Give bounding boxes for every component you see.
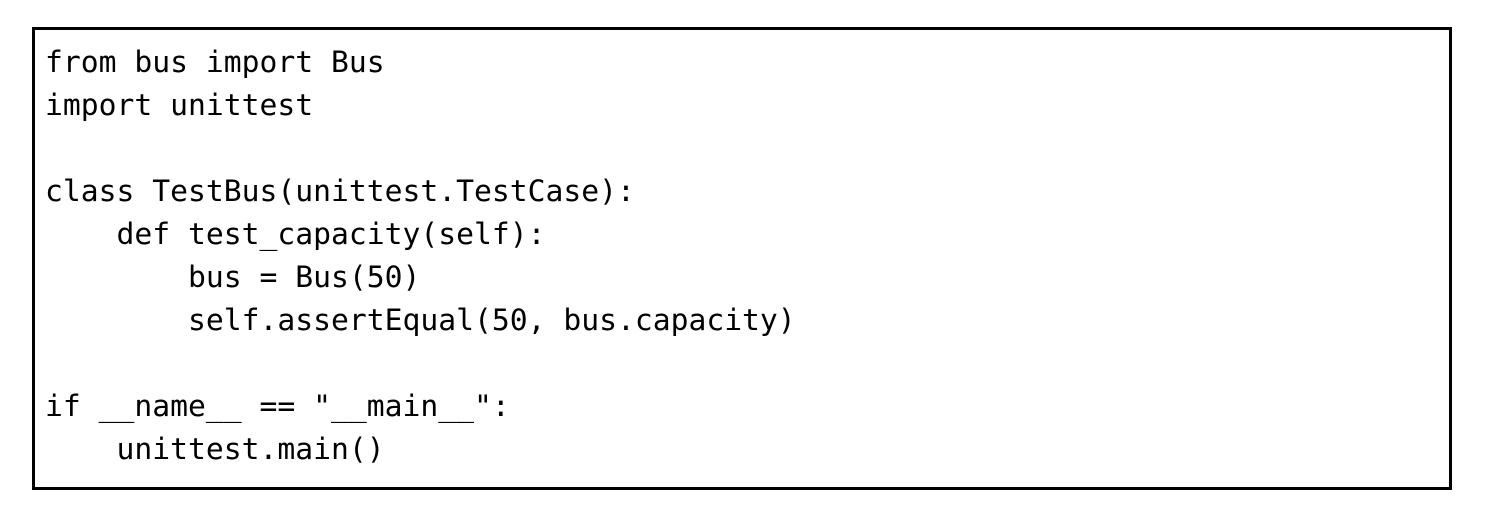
code-line-blank — [45, 342, 796, 385]
code-line: self.assertEqual(50, bus.capacity) — [45, 303, 796, 338]
code-block-container: from bus import Bus import unittest class … — [32, 27, 1452, 490]
code-content: from bus import Bus import unittest class … — [45, 41, 796, 471]
code-line: def test_capacity(self): — [45, 217, 546, 252]
code-line: from bus import Bus — [45, 45, 385, 80]
code-line: import unittest — [45, 88, 314, 123]
code-line: if __name__ == "__main__": — [45, 389, 510, 424]
code-line: unittest.main() — [45, 432, 385, 467]
code-line: class TestBus(unittest.TestCase): — [45, 174, 635, 209]
code-line: bus = Bus(50) — [45, 260, 421, 295]
code-line-blank — [45, 127, 796, 170]
code-listing: from bus import Bus import unittest class … — [45, 41, 796, 471]
